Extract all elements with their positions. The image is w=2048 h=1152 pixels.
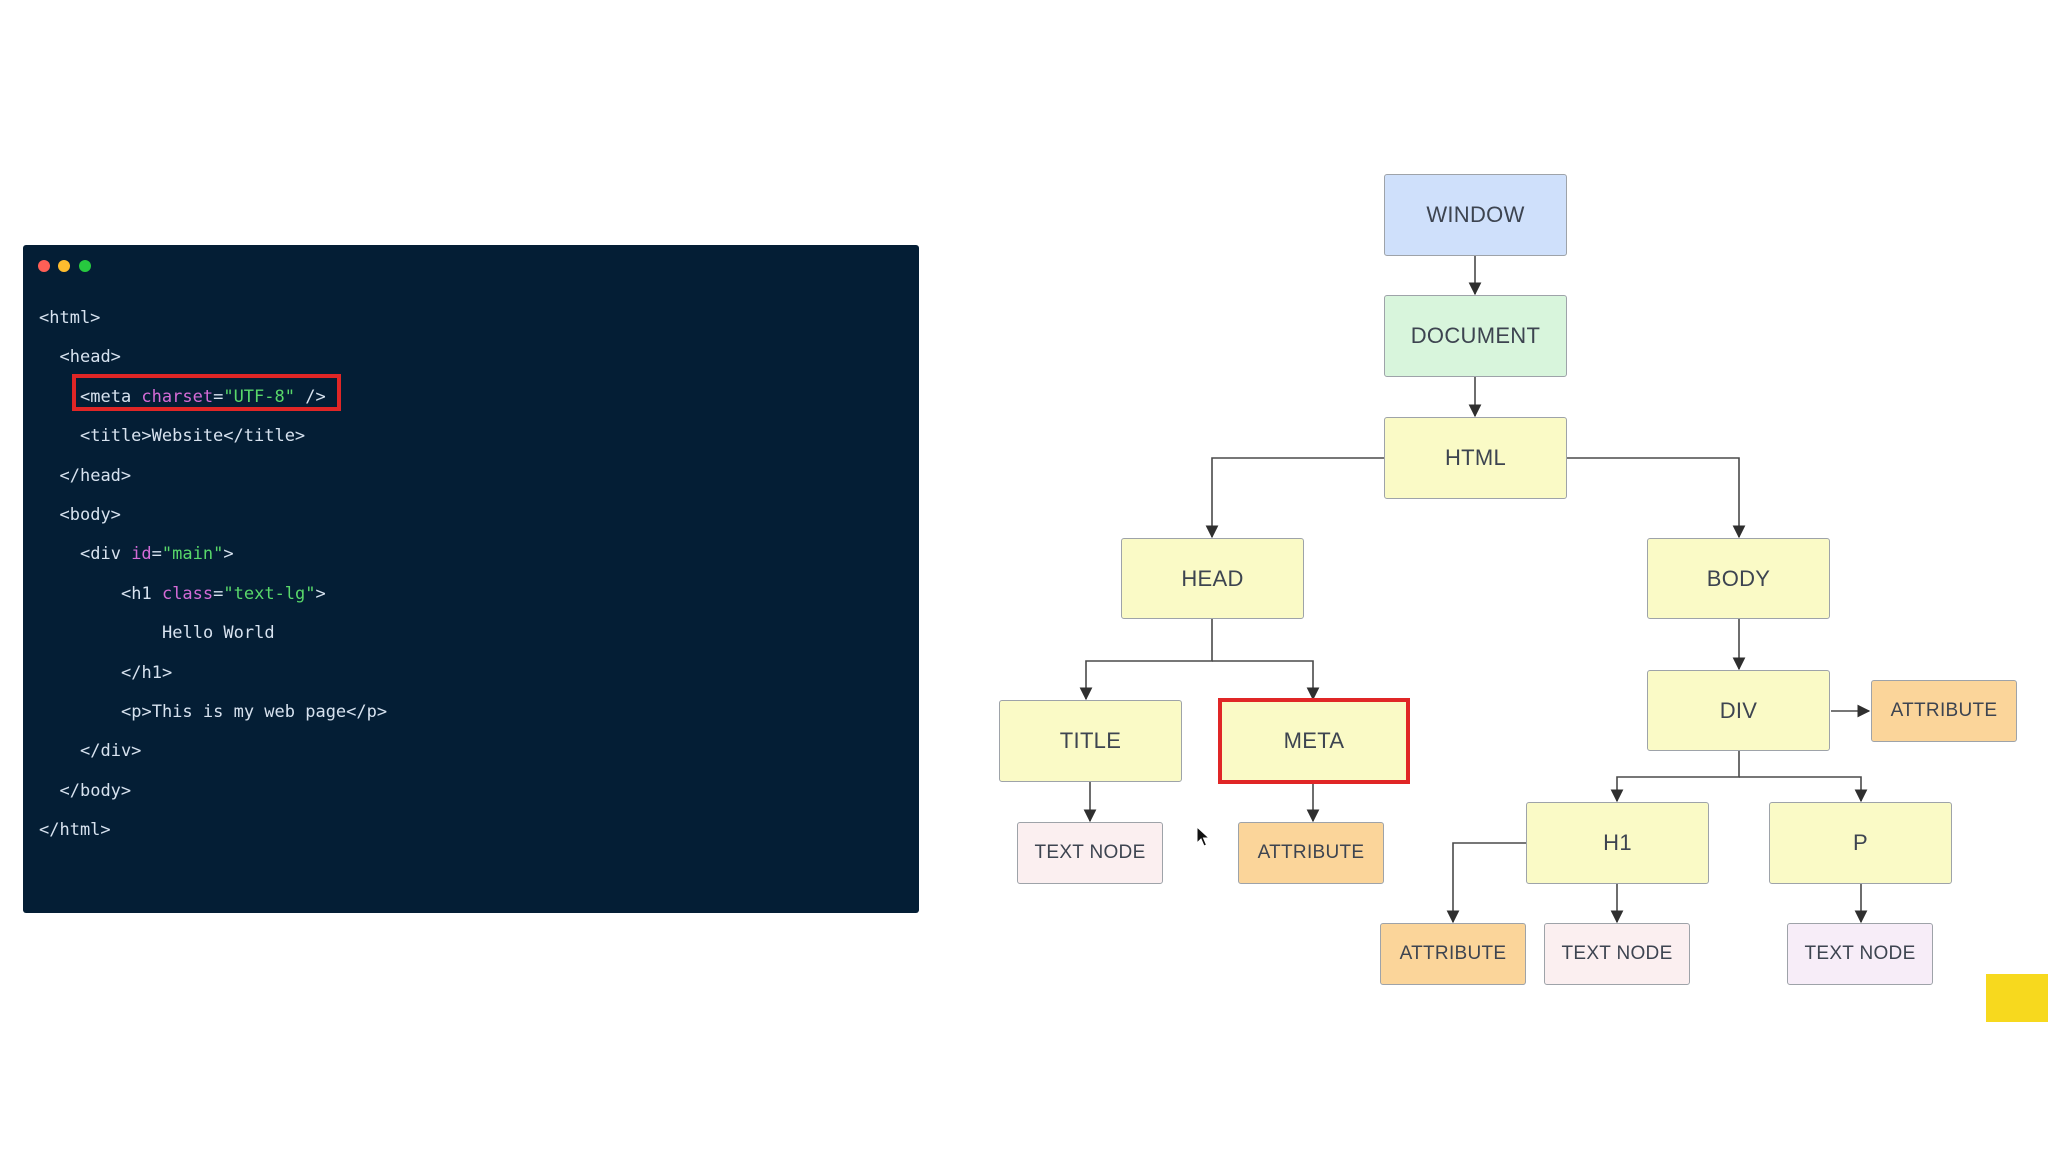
- edge-html-body: [1567, 457, 1746, 539]
- code-token: </head>: [59, 465, 132, 486]
- edge-html-head: [1205, 457, 1384, 539]
- document-node: DOCUMENT: [1384, 295, 1567, 377]
- minimize-dot-icon[interactable]: [58, 260, 70, 272]
- code-line: <body>: [60, 505, 121, 525]
- code-line: <meta charset="UTF-8" />: [80, 387, 326, 407]
- html-node: HTML: [1384, 417, 1567, 499]
- title-node: TITLE: [999, 700, 1182, 782]
- close-dot-icon[interactable]: [38, 260, 50, 272]
- title-text-node: TEXT NODE: [1017, 822, 1163, 884]
- code-token: =: [213, 386, 224, 407]
- head-node: HEAD: [1121, 538, 1304, 619]
- code-token: <div: [80, 544, 132, 565]
- code-line: Hello World: [162, 623, 275, 643]
- div-attribute-node: ATTRIBUTE: [1871, 680, 2017, 742]
- code-token: </div>: [80, 741, 142, 762]
- code-line: </h1>: [121, 663, 172, 683]
- meta-attribute-node: ATTRIBUTE: [1238, 822, 1384, 884]
- meta-node: META: [1218, 698, 1410, 784]
- code-token: <p>This is my web page</p>: [121, 702, 388, 722]
- maximize-dot-icon[interactable]: [79, 260, 91, 272]
- code-token: =: [151, 544, 162, 565]
- code-line: <h1 class="text-lg">: [121, 584, 326, 604]
- code-line: <p>This is my web page</p>: [121, 702, 387, 722]
- body-node: BODY: [1647, 538, 1830, 619]
- code-line: </html>: [39, 820, 111, 840]
- p-text-node: TEXT NODE: [1787, 923, 1933, 985]
- code-token: "main": [161, 544, 224, 565]
- code-token: />: [294, 386, 326, 407]
- edge-head-meta: [1212, 660, 1320, 701]
- code-token: Hello World: [162, 623, 275, 644]
- edge-div-h1: [1610, 751, 1740, 803]
- code-token: <meta: [80, 386, 142, 407]
- p-node: P: [1769, 802, 1952, 884]
- code-line: </div>: [80, 741, 141, 761]
- code-token: </html>: [39, 820, 111, 841]
- edge-div-p: [1739, 776, 1868, 803]
- code-token: <h1: [121, 583, 162, 604]
- code-token: =: [213, 583, 224, 604]
- div-node: DIV: [1647, 670, 1830, 751]
- code-token: </h1>: [121, 662, 173, 683]
- corner-tab: [1986, 974, 2048, 1022]
- code-token: <body>: [59, 505, 121, 525]
- code-token: class: [161, 583, 214, 604]
- code-token: <html>: [39, 308, 101, 328]
- code-token: "text-lg": [223, 583, 316, 604]
- code-line: </body>: [60, 781, 132, 801]
- code-token: >: [315, 583, 326, 604]
- h1-attribute-node: ATTRIBUTE: [1380, 923, 1526, 985]
- edge-head-title: [1079, 619, 1213, 701]
- code-token: <title>Website</title>: [80, 426, 306, 447]
- code-line: </head>: [60, 466, 132, 486]
- code-line: <title>Website</title>: [80, 426, 305, 446]
- code-token: >: [223, 544, 234, 565]
- code-line: <head>: [60, 347, 121, 367]
- code-token: id: [131, 544, 152, 565]
- code-line: <div id="main">: [80, 544, 234, 564]
- code-token: <head>: [59, 347, 121, 368]
- code-token: "UTF-8": [223, 386, 295, 407]
- edge-h1-attribute: [1446, 842, 1526, 924]
- window-node: WINDOW: [1384, 174, 1567, 256]
- code-line: <html>: [39, 308, 100, 328]
- code-token: charset: [141, 386, 214, 407]
- meta-line-highlight: [72, 374, 341, 411]
- code-token: </body>: [59, 780, 132, 801]
- h1-node: H1: [1526, 802, 1709, 884]
- h1-text-node: TEXT NODE: [1544, 923, 1690, 985]
- mouse-cursor-icon: [1196, 826, 1211, 847]
- code-editor-window: <html><head><meta charset="UTF-8" /><tit…: [23, 245, 919, 913]
